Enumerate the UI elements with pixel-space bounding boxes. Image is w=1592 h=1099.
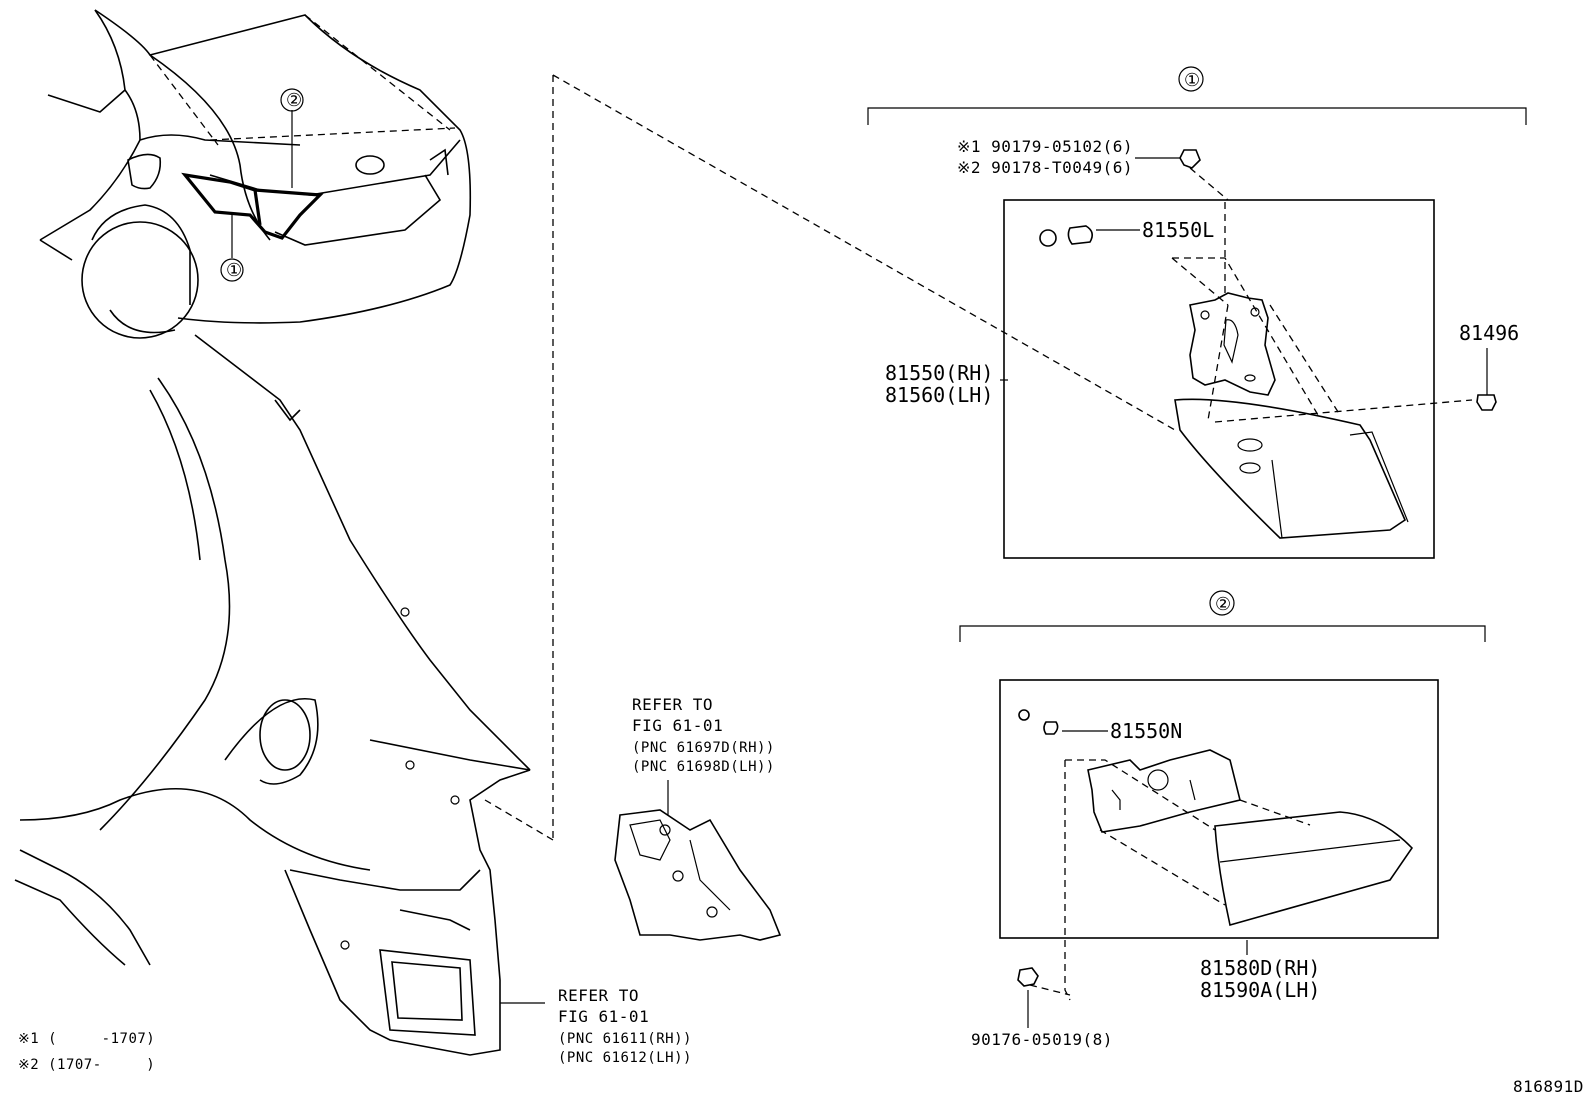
- bolt-label-1: ※1 90179-05102(6): [957, 137, 1133, 156]
- screw-label: 90176-05019(8): [971, 1030, 1113, 1049]
- nut-icon: [1179, 149, 1201, 169]
- clip-icon: [1476, 394, 1497, 411]
- lamp-bracket-81580: [1087, 749, 1241, 833]
- refer-inner-line2: FIG 61-01: [632, 716, 723, 735]
- inner-panel-illustration: [614, 780, 782, 941]
- bulb-81550n-icon: [1018, 709, 1059, 735]
- group-1-tail-lamp: ① ※1 90179-05102(6) ※2 90178-T0049(6) 81…: [867, 66, 1527, 559]
- clip-label-81496: 81496: [1459, 321, 1519, 345]
- group-2-box: [999, 679, 1439, 939]
- diagram-code: 816891D: [1513, 1077, 1584, 1096]
- socket-label-81550n: 81550N: [1110, 719, 1182, 743]
- refer-inner-panel: REFER TO FIG 61-01 (PNC 61697D(RH)) (PNC…: [632, 695, 775, 775]
- group-2-lamp: ② 81550N 81580D(RH) 81590A(LH) 90176-050…: [959, 590, 1486, 1049]
- quarter-panel-illustration: [14, 334, 545, 1056]
- detail-callout-lines: [484, 74, 1176, 841]
- group-2-bracket: [959, 625, 1486, 642]
- refer-quarter-panel: REFER TO FIG 61-01 (PNC 61611(RH)) (PNC …: [558, 986, 692, 1066]
- callout-2-car: ②: [286, 90, 302, 111]
- lamp2-label-lh: 81590A(LH): [1200, 978, 1320, 1002]
- callout-1-car: ①: [226, 260, 242, 281]
- refer-outer-line1: REFER TO: [558, 986, 639, 1005]
- bolt-label-2: ※2 90178-T0049(6): [957, 158, 1133, 177]
- refer-outer-line2: FIG 61-01: [558, 1007, 649, 1026]
- callout-2-header: ②: [1215, 594, 1231, 615]
- socket-label-81550l: 81550L: [1142, 218, 1214, 242]
- note-2: ※2 (1707- ): [18, 1057, 155, 1073]
- group-1-box: [1003, 199, 1435, 559]
- screw-icon: [1017, 967, 1039, 987]
- lamp-lens-81550: [1174, 398, 1407, 539]
- car-rear-illustration: ① ②: [39, 9, 472, 339]
- refer-outer-line3: (PNC 61611(RH)): [558, 1031, 692, 1047]
- refer-inner-line3: (PNC 61697D(RH)): [632, 740, 775, 756]
- refer-outer-line4: (PNC 61612(LH)): [558, 1050, 692, 1066]
- group-1-bracket: [867, 107, 1527, 125]
- lamp-housing-icon: [1189, 292, 1276, 396]
- refer-inner-line1: REFER TO: [632, 695, 713, 714]
- refer-inner-line4: (PNC 61698D(LH)): [632, 759, 775, 775]
- lamp-label-lh: 81560(LH): [885, 383, 993, 407]
- bulb-81550l-icon: [1039, 225, 1094, 247]
- callout-1-header: ①: [1184, 70, 1200, 91]
- lamp-label-rh: 81550(RH): [885, 361, 993, 385]
- lamp-lens-81580: [1214, 811, 1414, 926]
- note-1: ※1 ( -1707): [18, 1031, 155, 1047]
- lamp2-label-rh: 81580D(RH): [1200, 956, 1320, 980]
